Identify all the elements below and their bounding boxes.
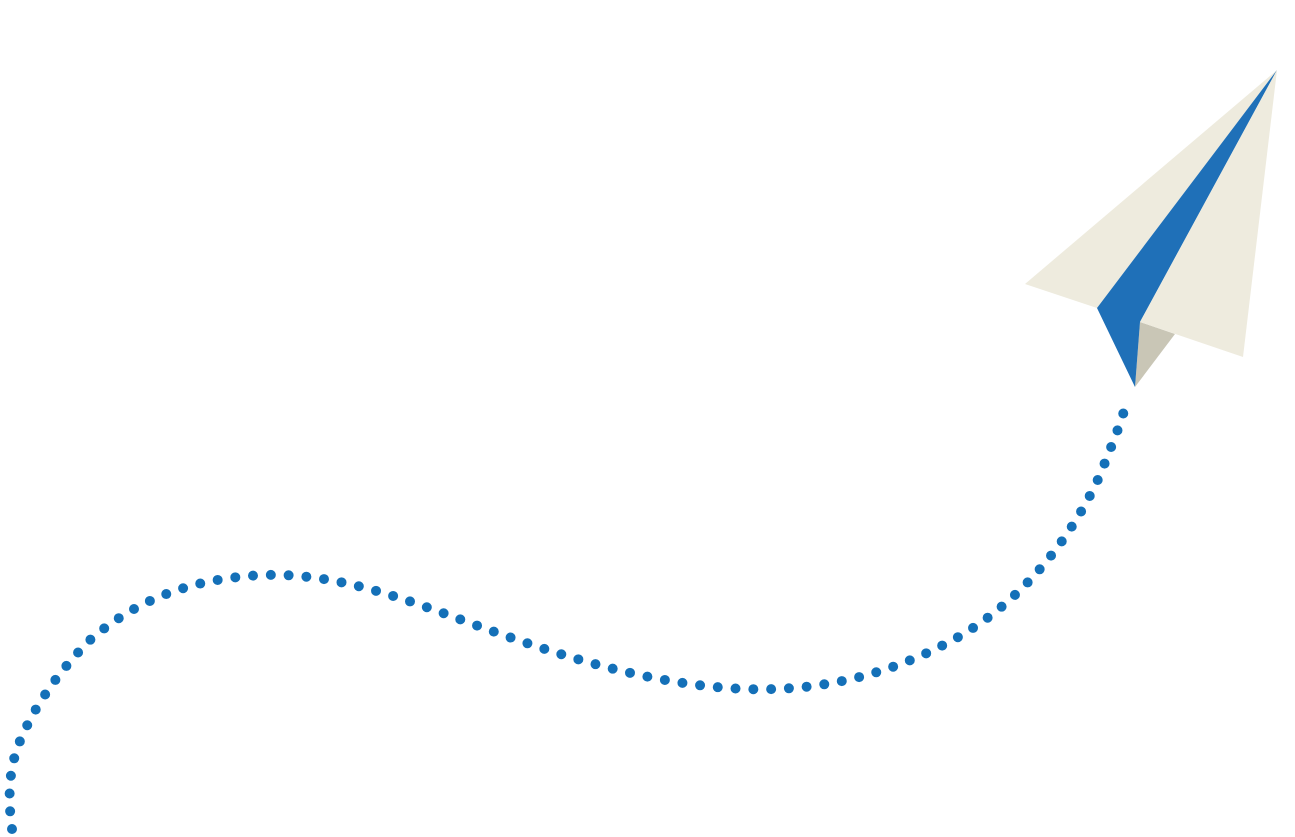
airplane-right-wing: [1140, 70, 1277, 357]
airplane-fold: [1097, 70, 1277, 387]
airplane-shadow: [1135, 322, 1175, 387]
paper-airplane-icon: [1025, 70, 1277, 387]
dotted-flight-path: [4, 406, 1129, 834]
airplane-left-wing: [1025, 70, 1277, 308]
